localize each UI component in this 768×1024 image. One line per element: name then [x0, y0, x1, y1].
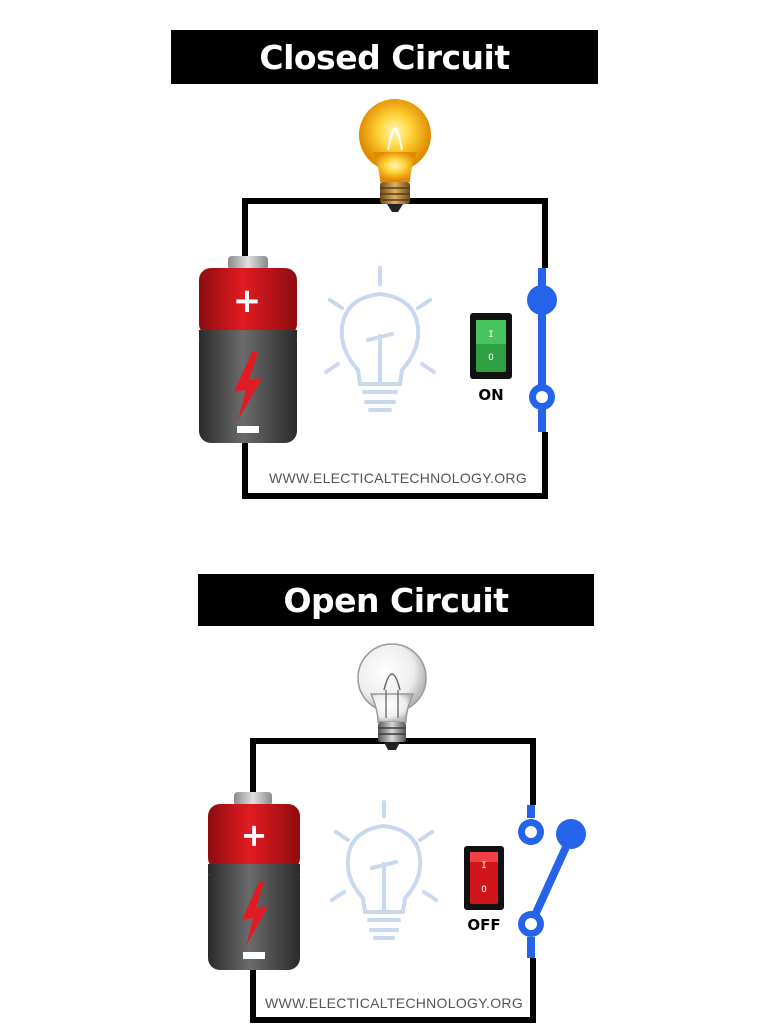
lightning-icon — [242, 882, 268, 946]
watermark-bulb-icon — [330, 800, 438, 940]
open-circuit-title-text: Open Circuit — [283, 580, 509, 620]
website-watermark: WWW.ELECTICALTECHNOLOGY.ORG — [269, 470, 527, 486]
battery-icon: + — [208, 792, 300, 970]
rocker-switch-off[interactable]: I O — [464, 846, 504, 910]
watermark-bulb-icon — [324, 266, 436, 412]
rocker-switch-on[interactable]: I O — [470, 313, 512, 379]
open-circuit-diagram: + I O OFF WWW.ELECTICALTECHNOLOGY.ORG — [208, 643, 586, 1023]
open-circuit-title: Open Circuit — [198, 574, 594, 626]
switch-contact-closed — [527, 268, 557, 432]
switch-on-mark: I — [488, 330, 493, 340]
closed-circuit-title: Closed Circuit — [171, 30, 598, 84]
switch-off-mark: O — [481, 885, 486, 895]
website-watermark: WWW.ELECTICALTECHNOLOGY.ORG — [265, 995, 523, 1011]
switch-contact-open — [518, 805, 586, 958]
switch-on-mark: I — [481, 861, 486, 871]
closed-circuit-title-text: Closed Circuit — [259, 37, 510, 77]
bulb-unlit-icon — [357, 643, 427, 750]
battery-negative-symbol — [243, 952, 265, 959]
battery-positive-symbol: + — [241, 816, 268, 854]
switch-state-label: ON — [478, 386, 503, 404]
closed-circuit-diagram: + I O ON WWW.ELECTICALTECHNOLOGY.ORG — [199, 99, 557, 499]
switch-state-label: OFF — [467, 916, 500, 934]
battery-negative-symbol — [237, 426, 259, 433]
bulb-lit-icon — [359, 99, 431, 212]
battery-positive-symbol: + — [233, 281, 262, 321]
battery-icon: + — [199, 256, 297, 443]
lightning-icon — [234, 352, 262, 420]
switch-off-mark: O — [488, 353, 493, 363]
